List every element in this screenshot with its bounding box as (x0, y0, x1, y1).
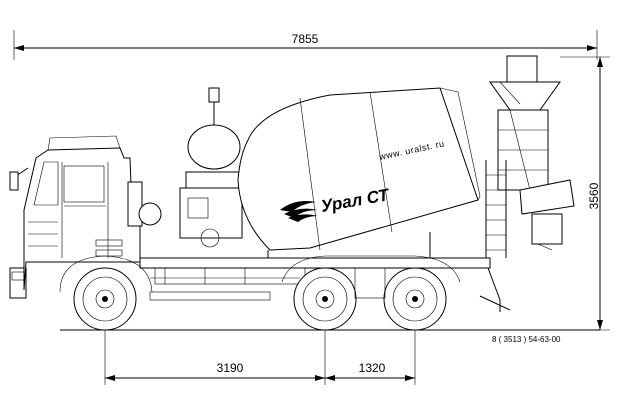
wheelbase-front-label: 3190 (217, 361, 244, 375)
chassis-frame (139, 257, 491, 301)
rear-wheel-1 (293, 267, 357, 331)
overall-length-label: 7855 (292, 32, 319, 46)
front-wheel (59, 255, 153, 331)
overall-height-label: 3560 (587, 182, 601, 209)
discharge-chute (519, 179, 575, 251)
water-tank (179, 87, 243, 248)
drum-logo-icon (280, 201, 318, 222)
drum-stand (267, 232, 431, 258)
rear-fender (281, 255, 461, 283)
overall-length-dimension: 7855 (13, 30, 598, 60)
rear-suspension (354, 267, 386, 299)
wheelbase-dimension: 3190 1320 (104, 300, 416, 385)
overall-height-dimension: 3560 (520, 56, 610, 331)
rear-bumper (470, 267, 511, 312)
loading-hopper (489, 55, 561, 191)
contact-phone: 8 ( 3513 ) 54-63-00 (492, 335, 561, 344)
truck-cab (9, 135, 162, 299)
mixer-drum: www. uralst. ru Урал СТ (237, 87, 481, 251)
wheelbase-rear-label: 1320 (359, 361, 386, 375)
rear-ladder (485, 160, 507, 258)
rear-wheel-2 (383, 267, 447, 331)
